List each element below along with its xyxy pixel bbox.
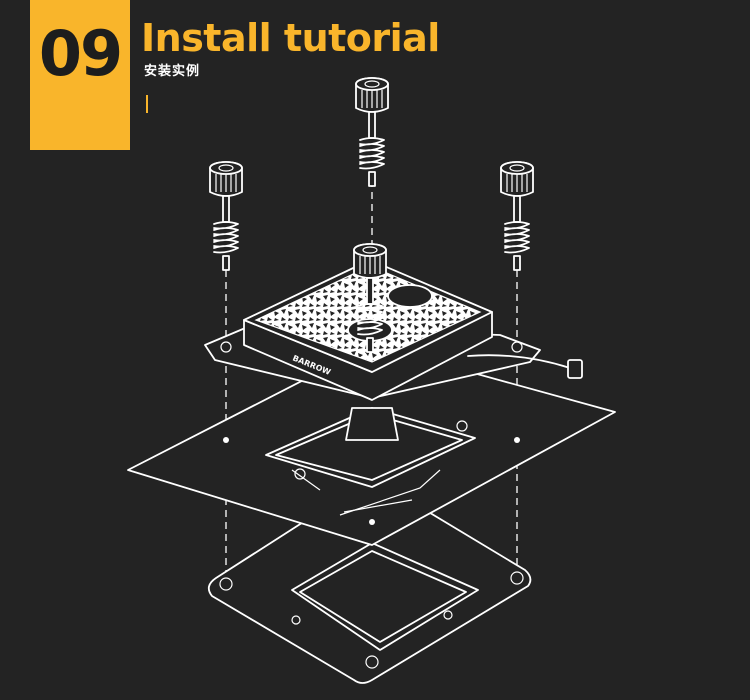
screw-right [500, 161, 534, 271]
screw-left [209, 161, 243, 271]
backplate [207, 477, 532, 684]
screw-center [353, 243, 387, 353]
page-subtitle: 安装实例 [144, 64, 201, 79]
water-block: BARROW [204, 259, 583, 441]
motherboard [127, 344, 616, 546]
step-number-box: 09 [30, 0, 130, 150]
screw-top [355, 77, 389, 187]
accent-bar [146, 95, 148, 113]
screw-set [209, 77, 534, 353]
page-title: Install tutorial [141, 16, 440, 60]
step-number: 09 [38, 17, 123, 90]
